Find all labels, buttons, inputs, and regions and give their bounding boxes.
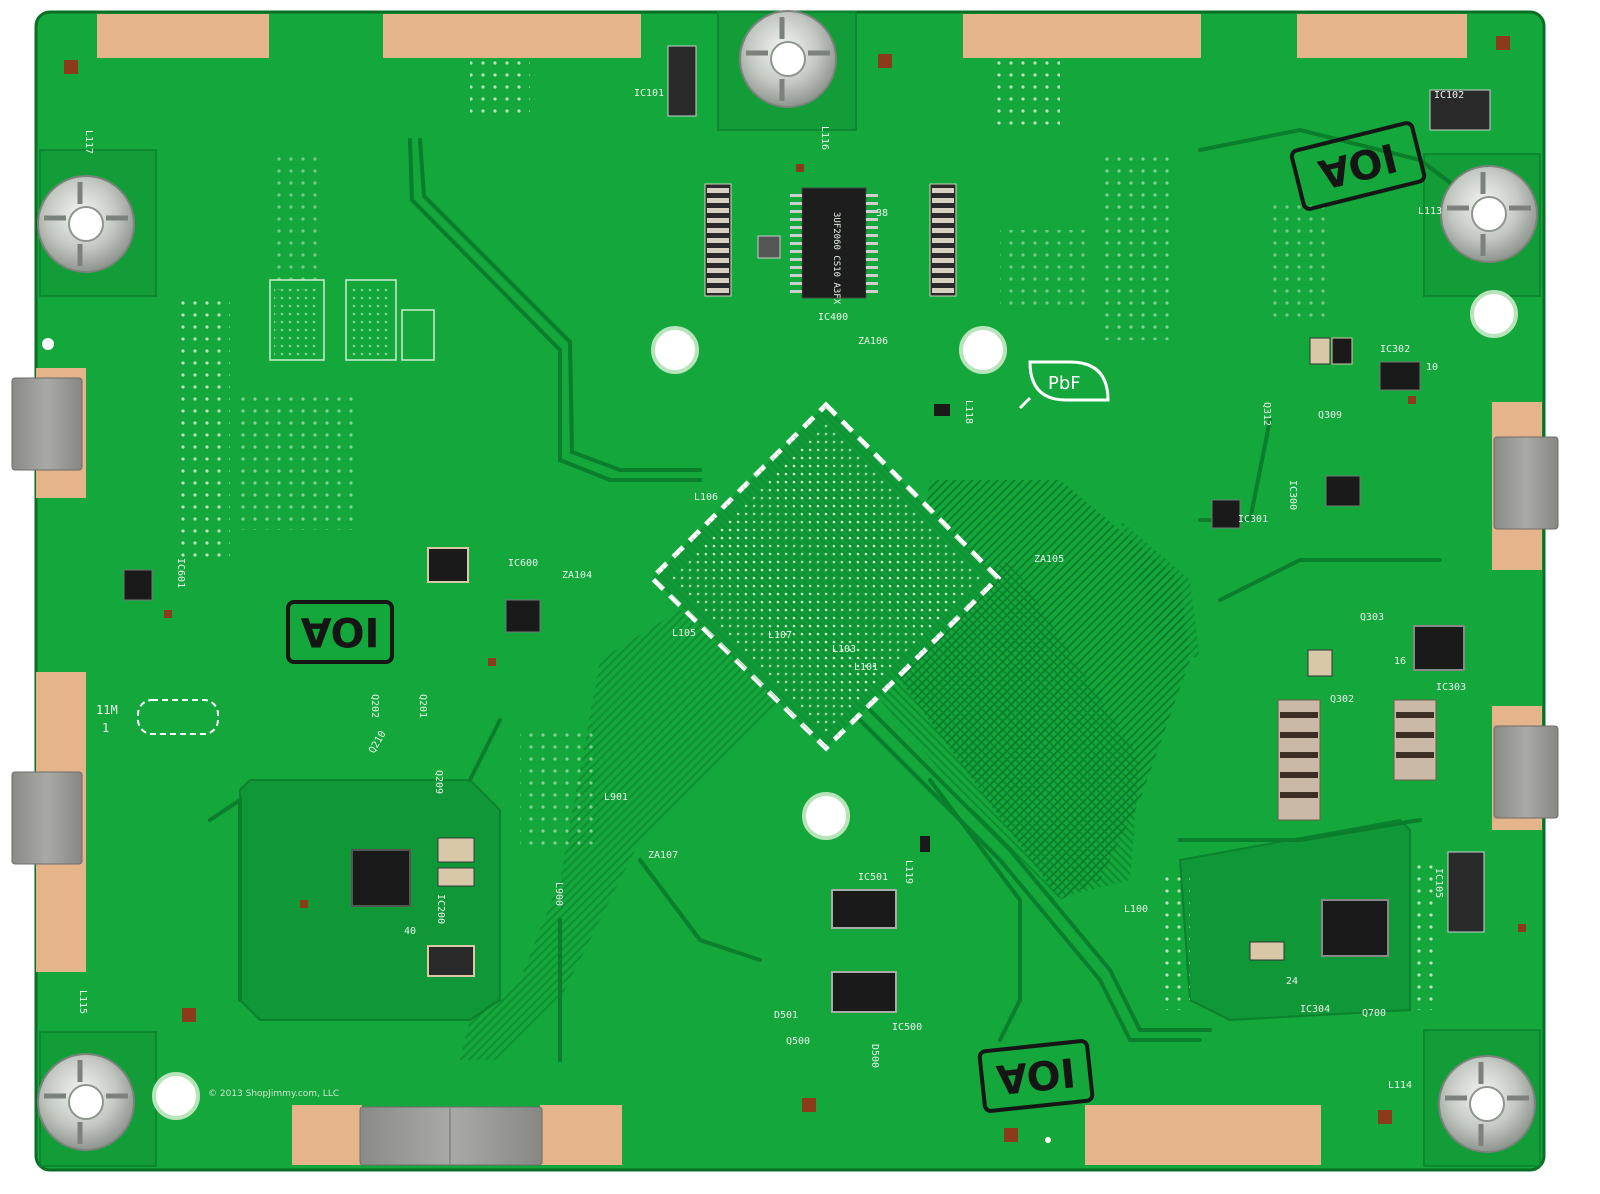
label-q500: Q500	[786, 1036, 810, 1047]
label-q309: Q309	[1318, 410, 1342, 421]
label-za104: ZA104	[562, 570, 592, 581]
label-ic300: IC300	[1287, 480, 1298, 510]
label-za105: ZA105	[1034, 554, 1064, 565]
label-ic501: IC501	[858, 872, 888, 883]
label-one: 1	[102, 721, 109, 735]
ic601-chip	[123, 569, 153, 601]
label-pin40: 40	[404, 926, 416, 937]
label-ic102: IC102	[1434, 90, 1464, 101]
label-l114: L114	[1388, 1080, 1412, 1091]
ic101-chip	[667, 45, 697, 117]
label-l118: L118	[963, 400, 974, 424]
label-l101: L101	[854, 662, 878, 673]
label-l119: L119	[903, 860, 914, 884]
bottom-edge-contacts	[292, 1105, 1321, 1165]
label-l107: L107	[768, 630, 792, 641]
11m-footprint	[137, 699, 219, 735]
ic300-chip	[1325, 475, 1361, 507]
passive-components	[427, 235, 1437, 977]
label-l100: L100	[1124, 904, 1148, 915]
label-ic400: IC400	[818, 312, 848, 323]
side-connectors	[11, 377, 1559, 1166]
label-l117: L117	[83, 130, 94, 154]
ic500-chip	[831, 971, 897, 1013]
bga-diamond	[648, 401, 1002, 752]
label-ic303: IC303	[1436, 682, 1466, 693]
label-pin38: 38	[876, 208, 888, 219]
label-q312: Q312	[1261, 402, 1272, 426]
label-l106: L106	[694, 492, 718, 503]
label-ic101: IC101	[634, 88, 664, 99]
label-l103: L103	[832, 644, 856, 655]
label-pin24: 24	[1286, 976, 1298, 987]
ic304-chip	[1321, 899, 1389, 957]
label-q209: Q209	[433, 770, 444, 794]
label-ic304: IC304	[1300, 1004, 1330, 1015]
ic-chips	[123, 45, 1491, 1013]
mounting-holes	[42, 290, 1518, 1143]
stamp-left: IOA	[301, 608, 380, 654]
label-q202: Q202	[369, 694, 380, 718]
label-q700: Q700	[1362, 1008, 1386, 1019]
label-ic301: IC301	[1238, 514, 1268, 525]
label-q201: Q201	[417, 694, 428, 718]
label-l116: L116	[819, 126, 830, 150]
label-ic200: IC200	[435, 894, 446, 924]
label-q303: Q303	[1360, 612, 1384, 623]
label-za106: ZA106	[858, 336, 888, 347]
pbf-logo: PbF	[1018, 360, 1110, 410]
label-l105: L105	[672, 628, 696, 639]
long-traces	[208, 127, 1462, 1062]
label-11m: 11M	[96, 703, 118, 717]
ic200-chip	[351, 849, 411, 907]
ic102-chip	[1429, 89, 1491, 131]
pbf-text: PbF	[1048, 373, 1081, 394]
label-d500: D500	[869, 1044, 880, 1068]
label-l900: L900	[553, 882, 564, 906]
label-l113: L113	[1418, 206, 1442, 217]
label-ic500: IC500	[892, 1022, 922, 1033]
label-ic601: IC601	[175, 558, 186, 588]
ic600-chip	[505, 599, 541, 633]
label-ic105: IC105	[1433, 868, 1444, 898]
label-l901: L901	[604, 792, 628, 803]
mount-screws	[37, 10, 1538, 1153]
ic105-chip	[1447, 851, 1485, 933]
label-l115: L115	[77, 990, 88, 1014]
label-ic600: IC600	[508, 558, 538, 569]
label-q302: Q302	[1330, 694, 1354, 705]
ic501-chip	[831, 889, 897, 929]
ic301-chip	[1211, 499, 1241, 529]
inspection-stamps: IOA IOA IOA	[286, 121, 1427, 1113]
label-pin16: 16	[1394, 656, 1406, 667]
label-pin10: 10	[1426, 362, 1438, 373]
ic400-chip	[790, 187, 878, 299]
top-edge-contacts	[97, 14, 1467, 58]
label-d501: D501	[774, 1010, 798, 1021]
test-points	[64, 36, 1526, 1142]
stamp-bottom: IOA	[994, 1048, 1077, 1102]
label-ic302: IC302	[1380, 344, 1410, 355]
copyright-text: © 2013 ShopJimmy.com, LLC	[208, 1089, 339, 1099]
label-za107: ZA107	[648, 850, 678, 861]
ic303-chip	[1413, 625, 1465, 671]
ic400-marking: 3UF2060 CS10 A3FX	[831, 212, 841, 305]
via-fields	[180, 60, 1440, 1010]
ic302-chip	[1379, 361, 1421, 391]
